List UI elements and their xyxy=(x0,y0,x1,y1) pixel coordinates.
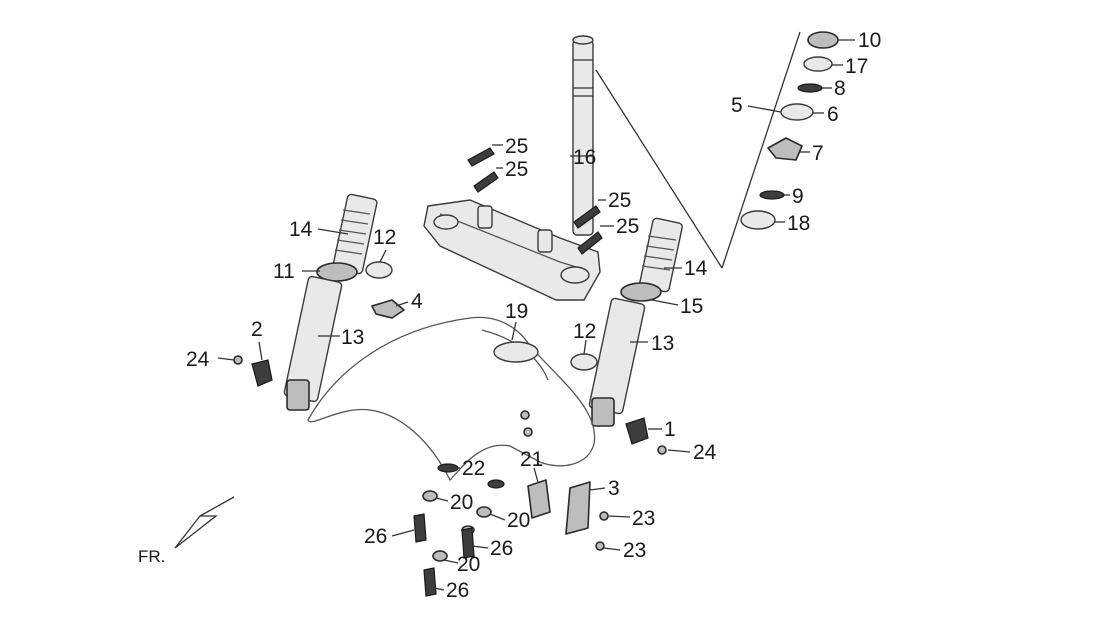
callout-labels: 10 17 8 5 6 7 9 18 25 25 16 25 25 14 12 … xyxy=(186,29,881,602)
front-fender xyxy=(307,316,596,482)
callout-23-a: 23 xyxy=(632,507,655,530)
callout-10: 10 xyxy=(858,29,881,52)
callout-26-b: 26 xyxy=(490,537,513,560)
callout-20-a: 20 xyxy=(450,491,473,514)
front-direction-label: FR. xyxy=(138,547,165,566)
callout-16: 16 xyxy=(573,146,596,169)
callout-21: 21 xyxy=(520,448,543,471)
right-fork-leg xyxy=(588,217,683,427)
small-parts xyxy=(233,261,667,455)
callout-6: 6 xyxy=(827,103,839,126)
callout-12-right: 12 xyxy=(573,320,596,343)
callout-19: 19 xyxy=(505,300,528,323)
callout-17: 17 xyxy=(845,55,868,78)
front-direction-arrow: FR. xyxy=(138,496,235,566)
callout-13-right: 13 xyxy=(651,332,674,355)
callout-24-left: 24 xyxy=(186,348,210,371)
callout-1: 1 xyxy=(664,418,676,441)
callout-5: 5 xyxy=(731,94,743,117)
callout-26-a: 26 xyxy=(364,525,387,548)
callout-22: 22 xyxy=(462,457,485,480)
callout-20-c: 20 xyxy=(457,553,480,576)
callout-20-b: 20 xyxy=(507,509,530,532)
lower-bracket xyxy=(423,199,601,301)
callout-12-left: 12 xyxy=(373,226,396,249)
callout-14-right: 14 xyxy=(684,257,708,280)
left-fork-leg xyxy=(283,193,378,411)
callout-25-d: 25 xyxy=(616,215,639,238)
callout-3: 3 xyxy=(608,477,620,500)
callout-26-c: 26 xyxy=(446,579,469,602)
callout-15: 15 xyxy=(680,295,703,318)
bearing-stack xyxy=(740,31,839,230)
callout-23-b: 23 xyxy=(623,539,646,562)
callout-18: 18 xyxy=(787,212,810,235)
callout-14-left: 14 xyxy=(289,218,313,241)
callout-7: 7 xyxy=(812,142,824,165)
bottom-hardware xyxy=(413,463,609,597)
group-bracket-lines xyxy=(595,31,801,269)
callout-4: 4 xyxy=(411,290,423,313)
callout-8: 8 xyxy=(834,77,846,100)
callout-25-a: 25 xyxy=(505,135,528,158)
callout-25-c: 25 xyxy=(608,189,631,212)
leader-lines xyxy=(217,39,855,591)
callout-13-left: 13 xyxy=(341,326,364,349)
bolt-25-group xyxy=(467,147,603,255)
callout-25-b: 25 xyxy=(505,158,528,181)
steering-stem xyxy=(572,35,594,236)
callout-11: 11 xyxy=(273,260,295,283)
callout-24-right: 24 xyxy=(693,441,717,464)
callout-2: 2 xyxy=(251,318,263,341)
callout-9: 9 xyxy=(792,185,804,208)
